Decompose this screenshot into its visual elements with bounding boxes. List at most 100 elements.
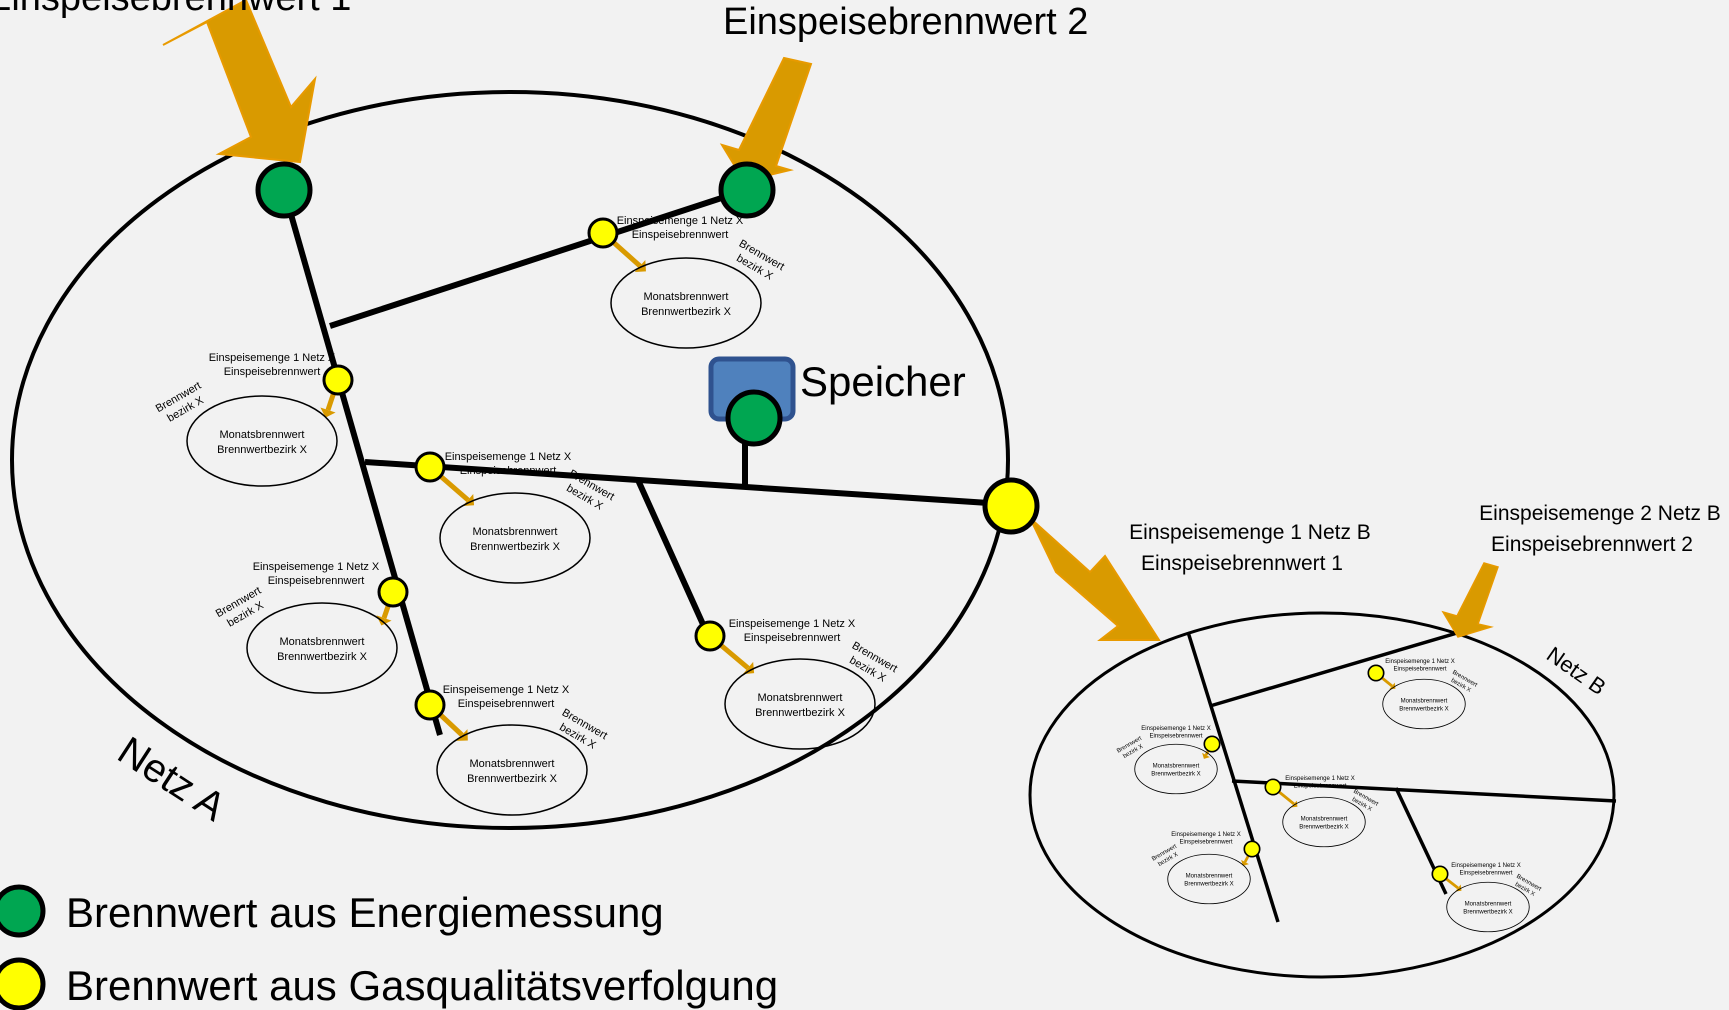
point-label-line1: Einspeisemenge 1 Netz X bbox=[617, 215, 744, 227]
netz-a-measurement-points: Einspeisemenge 1 Netz X Einspeisebrennwer… bbox=[154, 215, 899, 816]
district-label-line1: Monatsbrennwert bbox=[644, 291, 729, 303]
legend-yellow-label: Brennwert aus Gasqualitätsverfolgung bbox=[66, 962, 778, 1009]
point-label-line1: Einspeisemenge 1 Netz X bbox=[209, 352, 336, 364]
yellow-node-transfer bbox=[982, 477, 1040, 535]
point-label-line2: Einspeisebrennwert bbox=[1149, 734, 1202, 740]
legend-green-label: Brennwert aus Energiemessung bbox=[66, 889, 664, 936]
district-tag: Brennwertbezirk X bbox=[1450, 670, 1479, 694]
district-label-line2: Brennwertbezirk X bbox=[1184, 882, 1233, 888]
netz-b-label: Netz B bbox=[1542, 642, 1610, 700]
netz-b-pipes bbox=[1186, 631, 1617, 923]
district-label-line2: Brennwertbezirk X bbox=[1151, 772, 1200, 778]
point-label-line1: Einspeisemenge 1 Netz X bbox=[1285, 776, 1355, 782]
yellow-node bbox=[377, 576, 409, 608]
netz-b-feed2-line1: Einspeisemenge 2 Netz B bbox=[1479, 502, 1721, 525]
district-ellipse bbox=[610, 257, 762, 349]
measurement-point-1: Einspeisemenge 1 Netz X Einspeisebrennwer… bbox=[587, 215, 786, 349]
green-node-feed-1 bbox=[255, 161, 313, 219]
point-label-line2: Einspeisebrennwert bbox=[1179, 840, 1232, 846]
measurement-point-6: Einspeisemenge 1 Netz XEinspeisebrennwer… bbox=[414, 684, 609, 816]
point-label-line1: Einspeisemenge 1 Netz X bbox=[1141, 726, 1211, 732]
measurement-point-2: Einspeisemenge 1 Netz X Einspeisebrennwer… bbox=[154, 352, 354, 487]
yellow-node bbox=[1243, 840, 1261, 858]
feed-1-label: Einspeisebrennwert 1 bbox=[0, 0, 351, 19]
district-label-line1: Monatsbrennwert bbox=[1153, 763, 1200, 769]
district-label-line1: Monatsbrennwert bbox=[758, 692, 843, 704]
point-label-line1: Einspeisemenge 1 Netz X bbox=[1385, 659, 1455, 665]
measurement-point-3: Einspeisemenge 1 Netz X Einspeisebrennwer… bbox=[1264, 776, 1380, 848]
netz-b-boundary bbox=[1028, 611, 1616, 979]
measurement-point-5: Einspeisemenge 1 Netz X Einspeisebrennwer… bbox=[1431, 863, 1543, 933]
district-tag: Brennwertbezirk X bbox=[557, 707, 609, 752]
district-ellipse bbox=[246, 602, 398, 694]
district-label-line2: Brennwertbezirk X bbox=[277, 651, 368, 663]
district-tag: Brennwertbezirk X bbox=[1351, 789, 1380, 813]
yellow-node bbox=[1431, 865, 1449, 883]
point-arrow-head bbox=[742, 661, 755, 675]
point-label-line1: Einspeisemenge 1 Netz X bbox=[1171, 832, 1241, 838]
district-tag: Brennwertbezirk X bbox=[1514, 874, 1543, 898]
green-node-feed-2 bbox=[718, 161, 776, 219]
district-ellipse bbox=[1134, 743, 1218, 795]
point-label-line1: Einspeisemenge 1 Netz X bbox=[1451, 863, 1521, 869]
measurement-point-3: Einspeisemenge 1 Netz XEinspeisebrennwer… bbox=[414, 451, 616, 584]
measurement-point-5: Einspeisemenge 1 Netz XEinspeisebrennwer… bbox=[694, 618, 899, 750]
district-label-line2: Brennwertbezirk X bbox=[467, 773, 558, 785]
yellow-node bbox=[414, 451, 446, 483]
yellow-node bbox=[322, 364, 354, 396]
district-label-line2: Brennwertbezirk X bbox=[1299, 825, 1348, 831]
yellow-node bbox=[587, 217, 619, 249]
district-label-line1: Monatsbrennwert bbox=[1465, 901, 1512, 907]
point-arrow-head bbox=[320, 407, 336, 418]
feed-2-label: Einspeisebrennwert 2 bbox=[723, 1, 1088, 43]
measurement-point-4: Einspeisemenge 1 Netz X Einspeisebrennwer… bbox=[214, 561, 409, 694]
point-label-line2: Einspeisebrennwert bbox=[224, 366, 321, 378]
point-label-line2: Einspeisebrennwert bbox=[268, 575, 365, 587]
netz-a-label: Netz A bbox=[110, 729, 233, 830]
district-ellipse bbox=[439, 492, 591, 584]
point-arrow-head bbox=[462, 493, 475, 507]
district-label-line2: Brennwertbezirk X bbox=[641, 306, 732, 318]
legend-yellow-icon bbox=[0, 957, 46, 1010]
district-label-line1: Monatsbrennwert bbox=[280, 636, 365, 648]
district-ellipse bbox=[186, 395, 338, 487]
point-label-line2: Einspeisebrennwert bbox=[632, 229, 729, 241]
district-label-line1: Monatsbrennwert bbox=[470, 758, 555, 770]
district-tag: Brennwertbezirk X bbox=[1151, 843, 1179, 867]
district-ellipse bbox=[436, 724, 588, 816]
point-label-line1: Einspeisemenge 1 Netz X bbox=[445, 451, 572, 463]
point-arrow-head bbox=[1202, 752, 1210, 759]
netz-b-feed1-line2: Einspeisebrennwert 1 bbox=[1141, 552, 1343, 575]
point-label-line2: Einspeisebrennwert bbox=[1459, 871, 1512, 877]
point-label-line1: Einspeisemenge 1 Netz X bbox=[729, 618, 856, 630]
measurement-point-4: Einspeisemenge 1 Netz X Einspeisebrennwer… bbox=[1151, 832, 1261, 905]
feed-arrow-1 bbox=[162, 0, 317, 164]
district-tag: Brennwertbezirk X bbox=[1116, 735, 1144, 759]
green-node-storage bbox=[725, 389, 783, 447]
district-tag: Brennwertbezirk X bbox=[847, 640, 899, 685]
measurement-point-2: Einspeisemenge 1 Netz X Einspeisebrennwer… bbox=[1116, 726, 1221, 795]
district-ellipse bbox=[724, 658, 876, 750]
district-ellipse bbox=[1446, 881, 1530, 933]
transfer-arrow bbox=[1029, 517, 1161, 641]
district-ellipse bbox=[1282, 796, 1366, 848]
district-label-line1: Monatsbrennwert bbox=[1186, 873, 1233, 879]
district-tag: Brennwertbezirk X bbox=[154, 380, 206, 425]
yellow-node bbox=[1203, 735, 1221, 753]
point-arrow-head bbox=[1389, 682, 1396, 690]
point-label-line2: Einspeisebrennwert bbox=[458, 698, 555, 710]
yellow-node bbox=[1367, 664, 1385, 682]
point-label-line2: Einspeisebrennwert bbox=[1293, 784, 1346, 790]
point-label-line1: Einspeisemenge 1 Netz X bbox=[253, 561, 380, 573]
measurement-point-1: Einspeisemenge 1 Netz X Einspeisebrennwer… bbox=[1367, 659, 1479, 730]
district-tag: Brennwertbezirk X bbox=[214, 585, 266, 630]
district-label-line2: Brennwertbezirk X bbox=[217, 444, 308, 456]
district-label-line2: Brennwertbezirk X bbox=[1399, 707, 1448, 713]
yellow-node bbox=[694, 620, 726, 652]
netz-b-feed1-line1: Einspeisemenge 1 Netz B bbox=[1129, 521, 1371, 544]
point-label-line2: Einspeisebrennwert bbox=[1393, 667, 1446, 673]
district-label-line1: Monatsbrennwert bbox=[220, 429, 305, 441]
district-label-line2: Brennwertbezirk X bbox=[470, 541, 561, 553]
point-arrow-head bbox=[1241, 859, 1249, 866]
